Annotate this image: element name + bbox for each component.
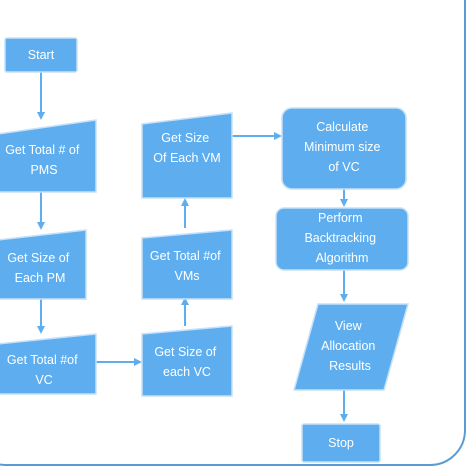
- node-get-size-pm-label: Get Size of Each PM: [7, 251, 72, 285]
- node-start: Start: [4, 37, 78, 73]
- node-start-label: Start: [28, 48, 55, 62]
- node-view-allocation-results-label: View Allocation Results: [321, 319, 379, 373]
- node-get-size-vc-label: Get Size of each VC: [154, 345, 219, 379]
- rounded-frame-border: [0, 0, 466, 466]
- node-get-size-vm-label: Get Size Of Each VM: [153, 131, 220, 165]
- node-get-size-vc: Get Size of each VC: [141, 325, 233, 397]
- node-calculate-min-size-label: Calculate Minimum size of VC: [304, 120, 384, 174]
- node-view-allocation-results: View Allocation Results: [293, 303, 409, 391]
- connector-arrows: [37, 72, 348, 422]
- node-get-total-vc-label: Get Total #of VC: [7, 353, 81, 387]
- node-perform-backtracking: Perform Backtracking Algorithm: [275, 207, 409, 271]
- node-get-total-pms-label: Get Total # of PMS: [5, 143, 83, 177]
- node-get-total-pms: Get Total # of PMS: [0, 119, 97, 193]
- node-stop: Stop: [301, 423, 381, 463]
- node-get-size-pm: Get Size of Each PM: [0, 229, 87, 300]
- node-get-total-vms: Get Total #of VMs: [141, 229, 233, 300]
- node-calculate-min-size: Calculate Minimum size of VC: [281, 107, 407, 190]
- node-get-total-vms-label: Get Total #of VMs: [150, 249, 224, 283]
- node-perform-backtracking-label: Perform Backtracking Algorithm: [304, 211, 379, 265]
- node-stop-label: Stop: [328, 436, 354, 450]
- node-get-size-vm: Get Size Of Each VM: [141, 112, 233, 199]
- node-get-total-vc: Get Total #of VC: [0, 333, 97, 395]
